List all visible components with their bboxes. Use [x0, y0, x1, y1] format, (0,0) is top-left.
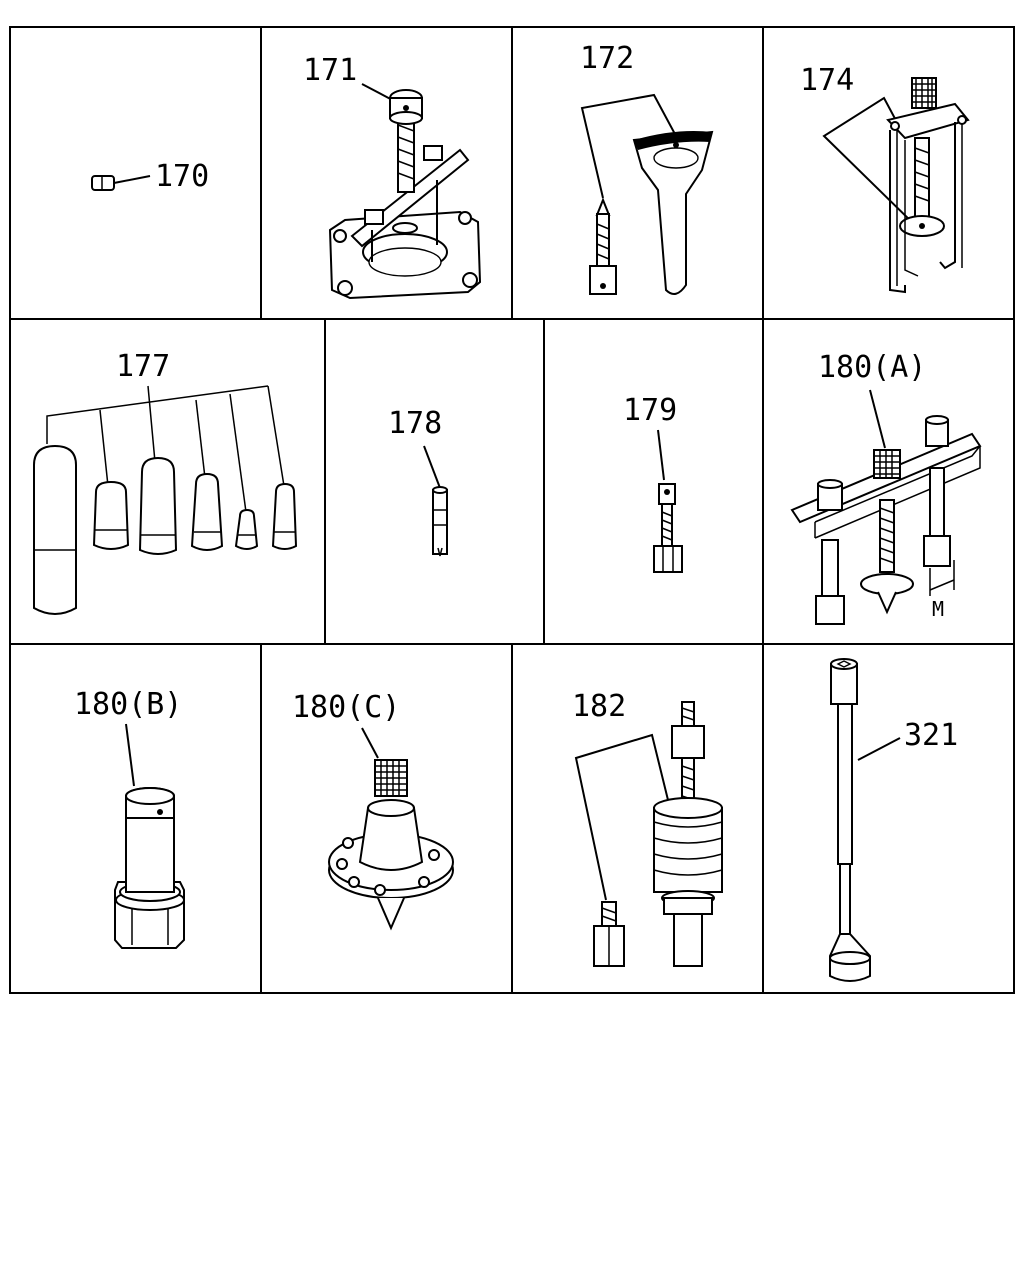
- part-180a-cell: 180(A): [790, 350, 982, 625]
- dimension-label: M: [932, 597, 944, 621]
- jaw-puller-icon: [886, 77, 970, 294]
- part-number-label: 177: [116, 349, 170, 384]
- leader-line: [361, 727, 379, 759]
- part-177-cell: 177: [33, 349, 298, 615]
- part-180c-cell: 180(C): [292, 690, 454, 931]
- sleeve-nut-icon: [114, 787, 185, 949]
- part-number-label: 172: [580, 41, 634, 76]
- leader-bracket: [46, 385, 285, 513]
- leader-line: [423, 445, 441, 489]
- leader-line: [657, 429, 665, 481]
- part-number-label: 179: [623, 393, 677, 428]
- part-174-cell: 174: [800, 63, 970, 294]
- part-180b-cell: 180(B): [74, 687, 185, 949]
- adapter-screw-icon: [593, 901, 625, 967]
- pin-icon: [432, 486, 448, 557]
- part-number-label: 180(B): [74, 687, 182, 722]
- part-170-cell: 170: [88, 90, 209, 260]
- leader-line: [857, 737, 901, 761]
- flange-point-icon: [328, 759, 454, 931]
- part-321-cell: 321: [829, 658, 958, 982]
- part-178-cell: 178: [388, 406, 448, 557]
- leader-line: [580, 93, 677, 199]
- part-number-label: 182: [572, 689, 626, 724]
- part-number-label: 180(C): [292, 690, 400, 725]
- grid-frame: [9, 26, 1015, 994]
- leader-line: [574, 733, 669, 901]
- slide-hammer-adapter-icon: [632, 130, 714, 295]
- leader-line: [113, 175, 151, 184]
- leader-line: [125, 723, 135, 787]
- leader-line: [822, 96, 921, 231]
- slide-hammer-icon: [653, 701, 723, 967]
- part-number-label: 174: [800, 63, 854, 98]
- bent-rod-tool-icon: [88, 90, 150, 260]
- part-number-label: 321: [904, 718, 958, 753]
- part-number-label: 178: [388, 406, 442, 441]
- bearing-separator-icon: [328, 89, 482, 300]
- bolt-icon: [653, 483, 683, 573]
- part-number-label: 180(A): [818, 350, 926, 385]
- part-179-cell: 179: [623, 393, 683, 573]
- screw-icon: [589, 197, 617, 295]
- part-number-label: 171: [303, 53, 357, 88]
- part-182-cell: 182: [572, 689, 723, 967]
- driver-set-icon: [33, 444, 298, 615]
- part-171-cell: 171: [303, 53, 482, 300]
- long-driver-icon: [829, 658, 871, 982]
- part-172-cell: 172: [580, 41, 714, 295]
- leader-line: [869, 389, 886, 449]
- centering-tool-icon: [790, 415, 982, 625]
- part-number-label: 170: [155, 159, 209, 194]
